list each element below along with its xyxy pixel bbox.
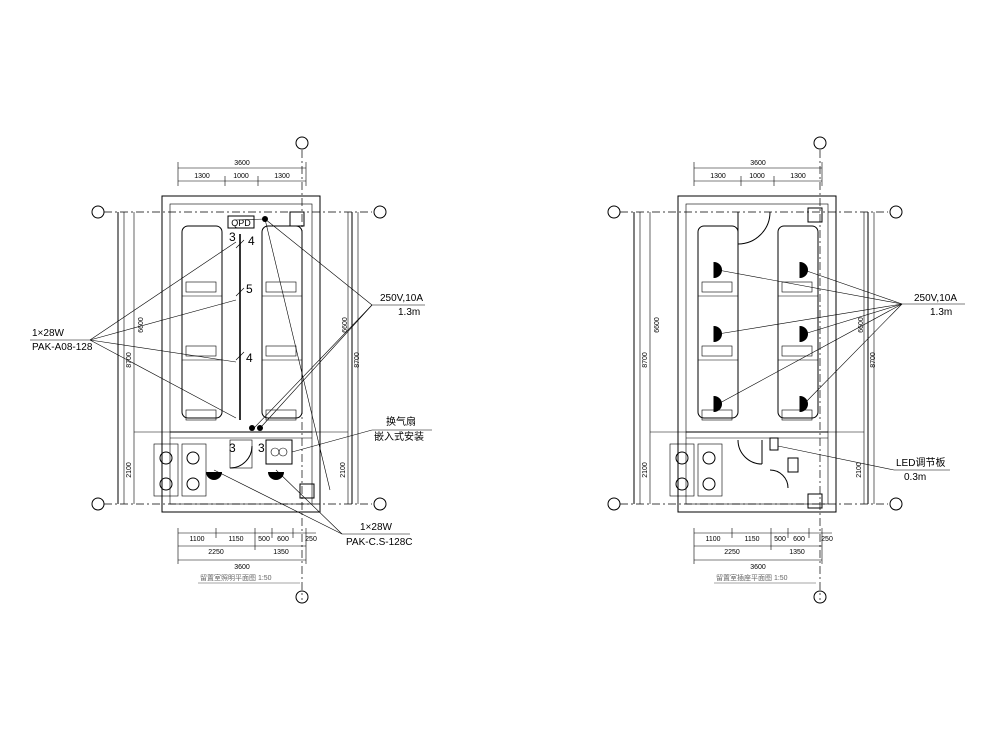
- callout-socket-spec-2: 1.3m: [398, 307, 420, 318]
- dim-bottom-row2-1: 2250: [208, 549, 224, 556]
- dim-right-outer: 8700: [870, 352, 877, 368]
- callout-light-spec-2: PAK-A08-128: [32, 342, 93, 353]
- panel-label: QPD: [231, 218, 251, 228]
- dim-top-total: 3600: [750, 160, 766, 167]
- dim-left-outer: 8700: [642, 352, 649, 368]
- walls: [633, 195, 875, 513]
- callout-socket-spec-2: 1.3m: [930, 307, 952, 318]
- leader-lines: [717, 269, 965, 471]
- dim-bottom-1: 1100: [189, 536, 204, 543]
- top-dimension: 3600 1300 1000 1300: [693, 160, 823, 186]
- wall-lamp-icon-1: [206, 472, 222, 480]
- axis-bubble-ul: [607, 205, 621, 219]
- dim-left-lower: 2100: [126, 462, 133, 478]
- dim-bottom-4: 600: [277, 536, 289, 543]
- dim-top-seg-3: 1300: [790, 173, 806, 180]
- bed-row-right: [261, 225, 303, 421]
- axis-bubble-bottom: [295, 590, 309, 604]
- circuit-num-3: 5: [246, 282, 253, 296]
- circuit-num-2: 4: [248, 234, 255, 248]
- dim-left-lower: 2100: [642, 462, 649, 478]
- dim-top-total: 3600: [234, 160, 250, 167]
- bed-row-left: [697, 225, 739, 421]
- axis-bubble-lr: [889, 497, 903, 511]
- dim-left-outer: 8700: [126, 352, 133, 368]
- fan-blade-icon: [270, 447, 280, 457]
- dim-right-lower: 2100: [856, 462, 863, 478]
- callout-heater-spec-1: LED调节板: [896, 456, 945, 469]
- led-panel-icon: [769, 437, 779, 451]
- bed-row-left: [181, 225, 223, 421]
- dim-bottom-row2-2: 1350: [789, 549, 805, 556]
- axis-bubble-top: [295, 136, 309, 150]
- axis-bubble-ur: [889, 205, 903, 219]
- fan-blade-icon-2: [278, 447, 288, 457]
- dim-top-seg-2: 1000: [749, 173, 765, 180]
- right-caption: 留置室插座平面图 1:50: [716, 573, 788, 582]
- dim-right-inner: 6600: [858, 317, 865, 333]
- callout-socket-spec-1: 250V,10A: [380, 293, 423, 304]
- circuit-num-6: 3: [258, 441, 265, 455]
- left-caption: 留置室照明平面图 1:50: [200, 573, 272, 582]
- top-dimension: 3600 1300 1000 1300: [177, 160, 307, 186]
- bed-row-right: [777, 225, 819, 421]
- leader-lines: [30, 218, 432, 535]
- dim-bottom-1: 1100: [705, 536, 720, 543]
- dim-bottom-total: 3600: [234, 564, 250, 571]
- dim-top-seg-1: 1300: [710, 173, 726, 180]
- circuit-num-4: 4: [246, 351, 253, 365]
- distribution-panel: [227, 215, 255, 229]
- dim-top-seg-3: 1300: [274, 173, 290, 180]
- right-plan: 3600 1300 1000 1300 8700 6600 2100: [607, 136, 965, 604]
- dim-bottom-5: 250: [305, 536, 317, 543]
- callout-lamp-spec-2: PAK-C.S-128C: [346, 537, 413, 548]
- callout-heater-spec-2: 0.3m: [904, 472, 926, 483]
- callout-light-spec-1: 1×28W: [32, 328, 65, 339]
- socket-icons: [713, 262, 808, 412]
- axis-bubble-ur: [373, 205, 387, 219]
- washroom-fixtures: [669, 439, 799, 497]
- dim-right-lower: 2100: [340, 462, 347, 478]
- callout-lamp-spec-1: 1×28W: [360, 522, 393, 533]
- dim-bottom-3: 500: [258, 536, 270, 543]
- dim-bottom-4: 600: [793, 536, 805, 543]
- dim-top-seg-1: 1300: [194, 173, 210, 180]
- dim-left-inner: 6600: [654, 317, 661, 333]
- callout-socket-spec-1: 250V,10A: [914, 293, 957, 304]
- dim-bottom-row2-1: 2250: [724, 549, 740, 556]
- dim-right-outer: 8700: [354, 352, 361, 368]
- dim-bottom-total: 3600: [750, 564, 766, 571]
- axis-bubble-top: [813, 136, 827, 150]
- axis-bubble-ul: [91, 205, 105, 219]
- dim-bottom-2: 1150: [744, 536, 759, 543]
- bottom-dimension: 1100 1150 500 600 250 2250 1350 3600: [177, 528, 317, 571]
- axis-bubble-lr: [373, 497, 387, 511]
- junction-dot-mid: [249, 425, 255, 431]
- axis-bubble-ll: [91, 497, 105, 511]
- circuit-num-5: 3: [229, 441, 236, 455]
- dim-left-inner: 6600: [138, 317, 145, 333]
- circuit-num-1: 3: [229, 230, 236, 244]
- axis-bubble-bottom: [813, 590, 827, 604]
- dim-bottom-row2-2: 1350: [273, 549, 289, 556]
- dim-bottom-3: 500: [774, 536, 786, 543]
- left-plan: 3600 1300 1000 1300 8700 6600 2100 6600: [30, 136, 432, 604]
- junction-dot-mid-2: [257, 425, 263, 431]
- axis-bubble-ll: [607, 497, 621, 511]
- callout-fan-spec-1: 换气扇: [386, 415, 416, 428]
- dim-bottom-2: 1150: [228, 536, 243, 543]
- dim-bottom-5: 250: [821, 536, 833, 543]
- washroom-fixtures: [153, 439, 253, 497]
- bottom-dimension: 1100 1150 500 600 250 2250 1350 3600: [693, 528, 833, 571]
- dim-right-inner: 6600: [342, 317, 349, 333]
- wall-lamp-icon-2: [268, 472, 284, 480]
- callout-fan-spec-2: 嵌入式安装: [374, 430, 424, 443]
- dim-top-seg-2: 1000: [233, 173, 249, 180]
